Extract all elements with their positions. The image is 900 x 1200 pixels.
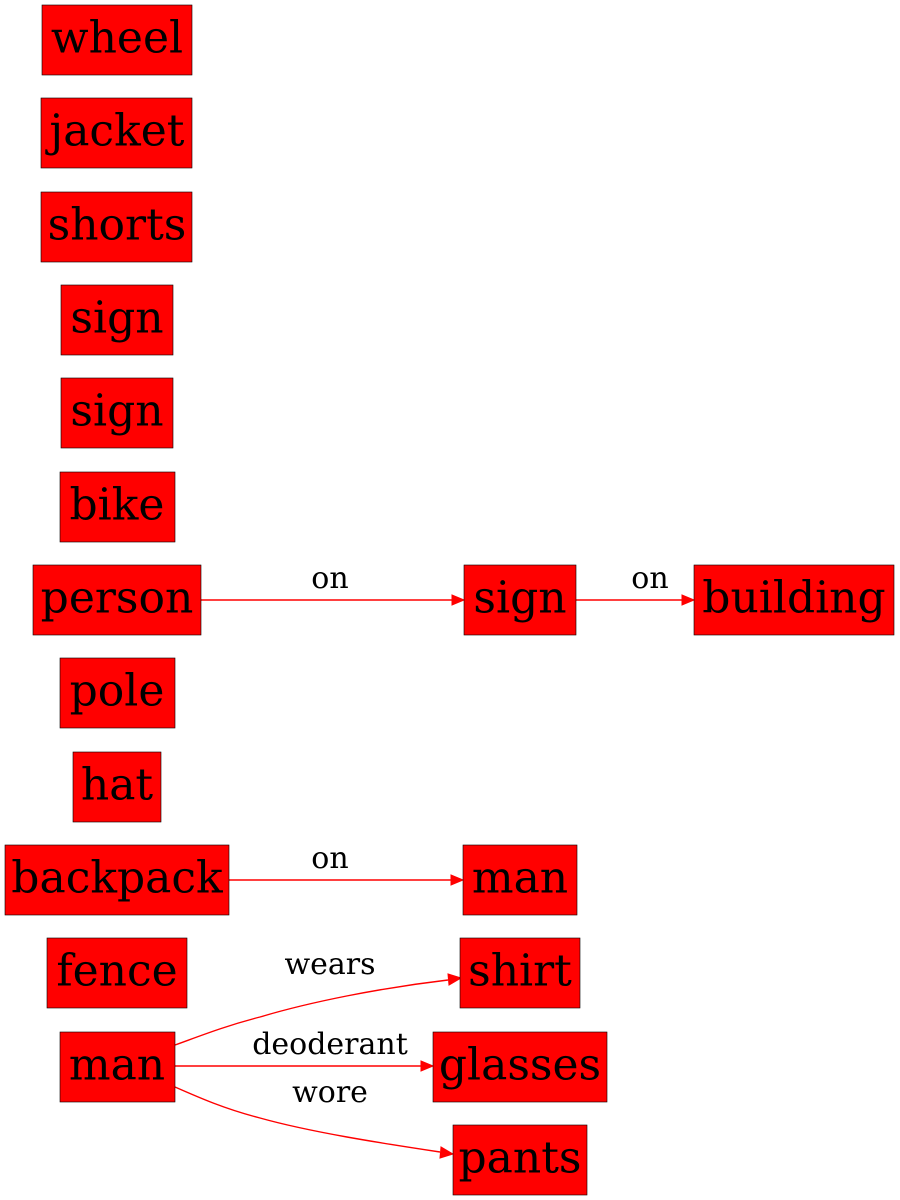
edge-line — [174, 979, 449, 1046]
node-label: jacket — [45, 106, 185, 157]
edge-label: on — [311, 841, 348, 876]
node-label: shirt — [468, 946, 572, 997]
node-person: person — [32, 564, 202, 636]
node-label: sign — [70, 386, 163, 437]
node-label: person — [41, 573, 194, 624]
node-hat: hat — [72, 751, 162, 823]
arrowhead-icon — [439, 1146, 455, 1159]
arrowhead-icon — [451, 594, 466, 606]
node-label: man — [69, 1040, 165, 1091]
node-label: bike — [70, 480, 165, 531]
edge-person-sign: on — [201, 561, 466, 606]
node-man: man — [59, 1031, 176, 1103]
node-wheel: wheel — [41, 4, 193, 76]
arrowhead-icon — [447, 973, 463, 986]
node-label: building — [702, 573, 885, 624]
node-bike: bike — [59, 471, 176, 543]
node-label: backpack — [11, 853, 223, 904]
node-jacket: jacket — [40, 97, 193, 169]
node-building: building — [693, 564, 895, 636]
node-sign-3: sign — [463, 564, 577, 636]
node-backpack: backpack — [4, 844, 230, 916]
edge-man-shirt: wears — [174, 947, 463, 1046]
node-label: sign — [70, 293, 163, 344]
node-sign-2: sign — [60, 377, 174, 449]
arrowhead-icon — [450, 874, 465, 886]
node-man-target: man — [462, 844, 578, 916]
arrowhead-icon — [420, 1060, 435, 1072]
node-label: shorts — [48, 200, 187, 251]
node-pole: pole — [59, 657, 176, 729]
node-sign-1: sign — [60, 284, 174, 356]
node-shorts: shorts — [40, 191, 193, 263]
node-label: pole — [70, 666, 165, 717]
edge-label: wears — [284, 947, 375, 982]
node-label: sign — [473, 573, 566, 624]
node-shirt: shirt — [459, 937, 581, 1009]
edge-man-pants: wore — [174, 1075, 455, 1159]
edge-line — [174, 1086, 441, 1153]
node-label: glasses — [439, 1040, 601, 1091]
node-fence: fence — [46, 937, 188, 1009]
node-label: fence — [56, 946, 177, 997]
edge-sign-building: on — [576, 561, 696, 606]
node-label: pants — [459, 1133, 582, 1184]
edge-man-glasses: deoderant — [175, 1027, 435, 1072]
node-label: man — [472, 853, 568, 904]
edge-label: wore — [292, 1075, 368, 1110]
node-pants: pants — [452, 1124, 588, 1196]
node-label: wheel — [51, 13, 183, 64]
node-label: hat — [81, 760, 154, 811]
edge-backpack-man: on — [229, 841, 465, 886]
edge-label: on — [631, 561, 668, 596]
edge-label: deoderant — [252, 1027, 408, 1062]
arrowhead-icon — [681, 594, 696, 606]
node-glasses: glasses — [432, 1031, 608, 1103]
edge-label: on — [311, 561, 348, 596]
